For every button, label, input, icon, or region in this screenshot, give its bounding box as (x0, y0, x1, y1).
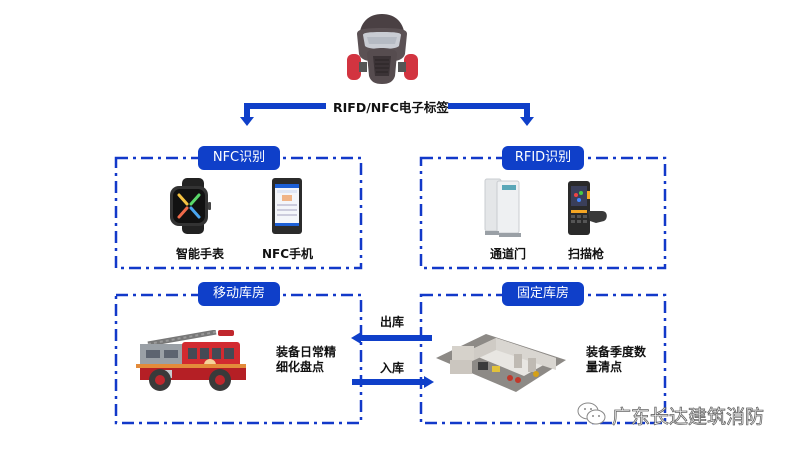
right-branch-line (448, 103, 530, 109)
gas-mask-icon (347, 14, 418, 84)
arrow-down-left-icon (240, 117, 254, 126)
out-arrow-shaft (356, 335, 432, 341)
rfid-item-label-scanner: 扫描枪 (568, 247, 605, 261)
mobile-store-desc-line1: 装备日常精 (276, 345, 337, 359)
out-label: 出库 (380, 315, 405, 329)
watermark-text: 广东长达建筑消防 (612, 406, 765, 429)
in-arrow-shaft (352, 379, 426, 385)
fixed-store-desc: 装备季度数 量清点 (586, 345, 646, 375)
nfc-group-border (114, 156, 363, 270)
wechat-icon (577, 402, 606, 425)
nfc-item-label-phone: NFC手机 (262, 247, 314, 261)
scanner-gun-icon (568, 181, 607, 235)
arrow-down-right-icon (520, 117, 534, 126)
rfid-group-border (419, 156, 667, 270)
tag-label: RIFD/NFC电子标签 (333, 100, 449, 115)
rfid-item-label-gate: 通道门 (490, 247, 527, 261)
fixed-store-title: 固定库房 (502, 282, 584, 306)
rfid-gate-icon (484, 178, 521, 237)
fire-truck-icon (136, 330, 246, 391)
smartwatch-icon (170, 178, 211, 234)
rfid-group-title: RFID识别 (502, 146, 584, 170)
nfc-item-label-watch: 智能手表 (176, 247, 225, 261)
mobile-store-desc: 装备日常精 细化盘点 (276, 345, 336, 375)
fixed-store-desc-line1: 装备季度数 (586, 345, 647, 359)
warehouse-icon (436, 334, 566, 392)
arrow-right-icon (424, 376, 434, 388)
fixed-store-border (419, 293, 667, 425)
left-branch-drop (244, 103, 250, 119)
arrow-left-icon (351, 332, 361, 344)
in-label: 入库 (380, 361, 405, 375)
mobile-store-border (114, 293, 363, 425)
right-branch-drop (524, 103, 530, 119)
mobile-store-desc-line2: 细化盘点 (276, 360, 325, 374)
nfc-group-title: NFC识别 (198, 146, 280, 170)
mobile-store-title: 移动库房 (198, 282, 280, 306)
fixed-store-desc-line2: 量清点 (586, 360, 623, 374)
nfc-phone-icon (272, 178, 302, 234)
left-branch-line (244, 103, 326, 109)
